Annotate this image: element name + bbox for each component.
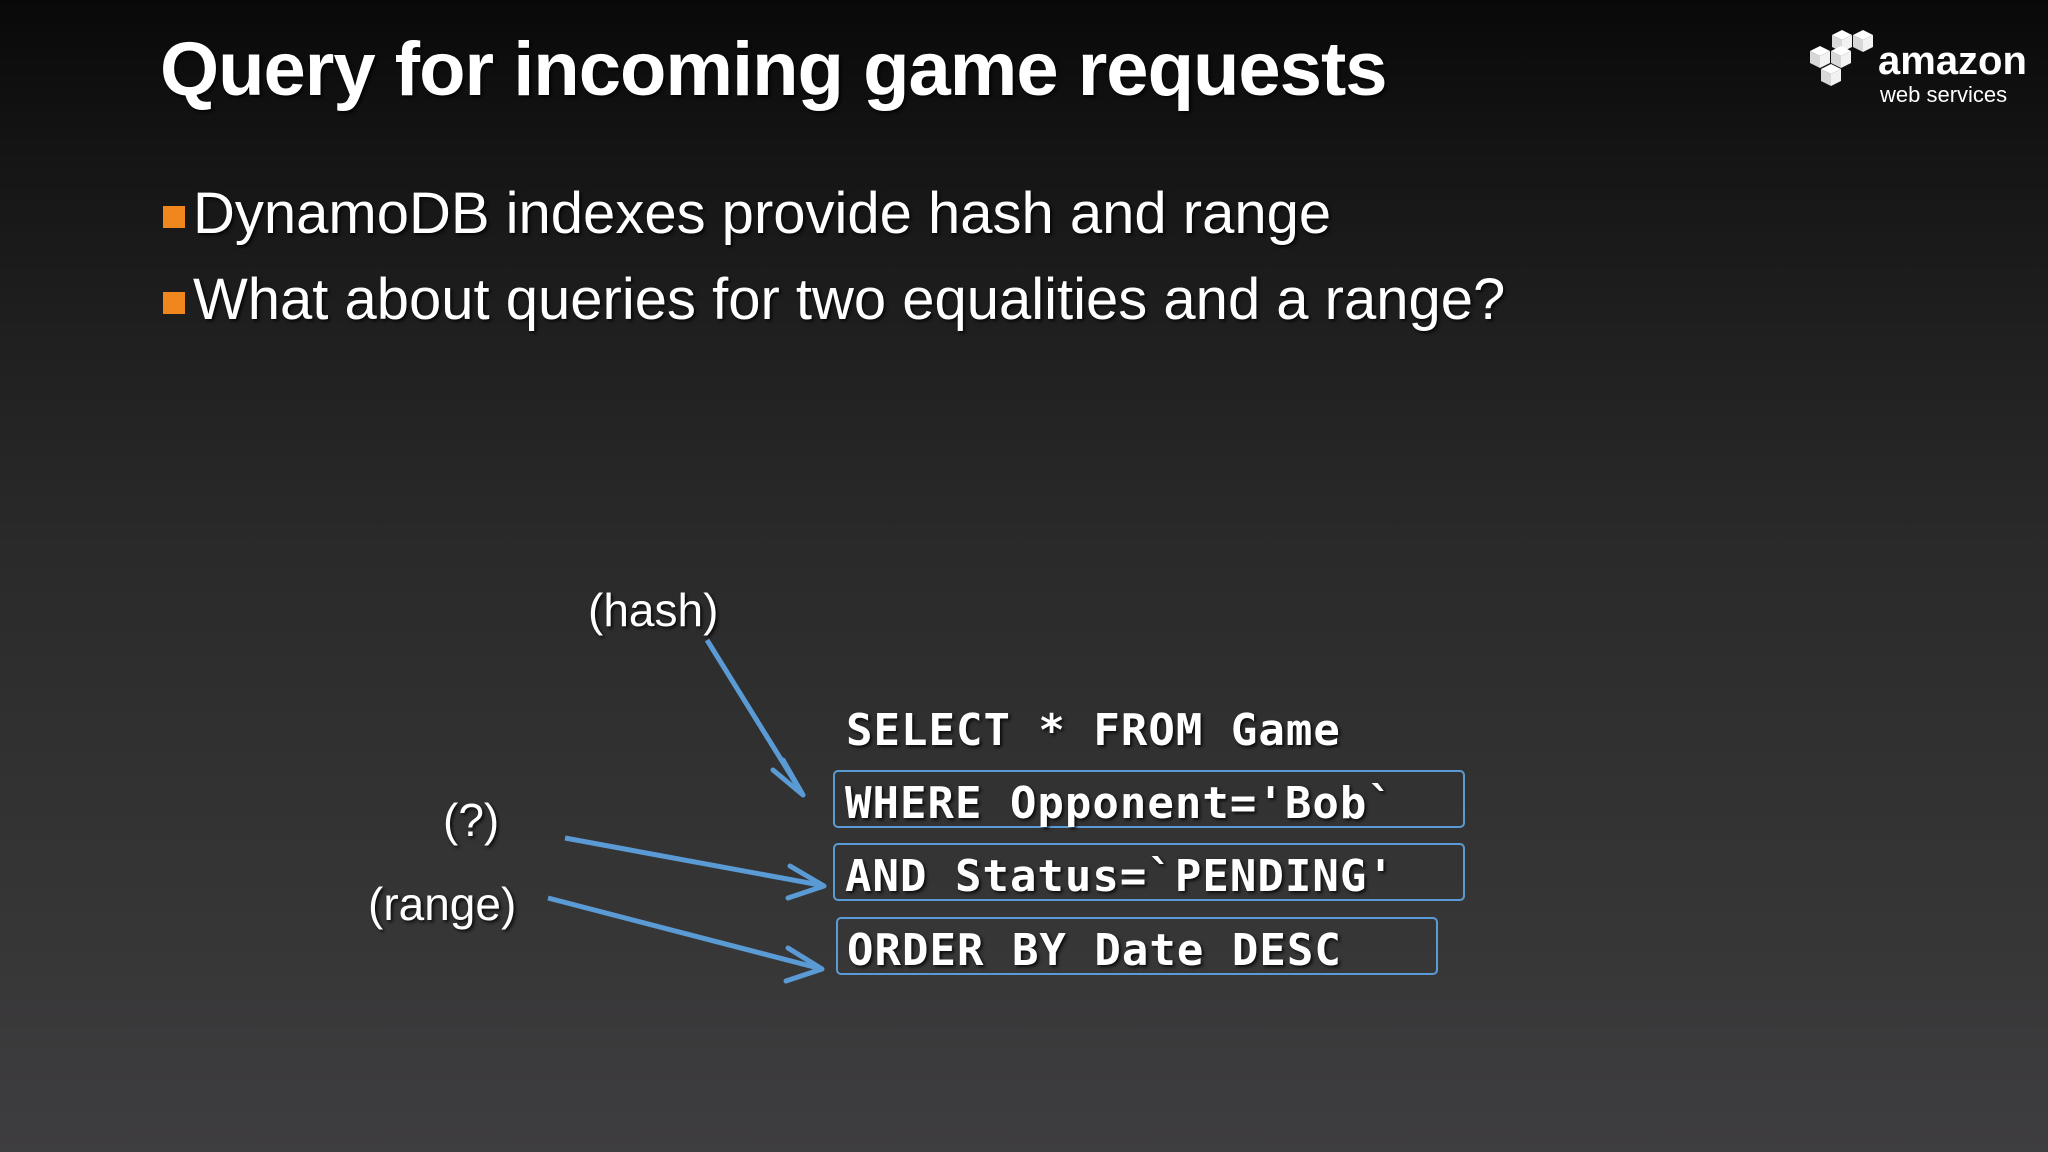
bullet-square-icon xyxy=(163,291,185,314)
aws-logo: amazon web services xyxy=(1808,26,2026,110)
code-box-orderby[interactable] xyxy=(836,917,1438,975)
aws-tagline-text: web services xyxy=(1879,82,2007,107)
bullet-label: What about queries for two equalities an… xyxy=(193,266,1506,332)
arrow-question-icon xyxy=(564,835,827,901)
code-box-where[interactable] xyxy=(833,770,1465,828)
annotation-label-question: (?) xyxy=(443,794,500,846)
list-item: DynamoDB indexes provide hash and range xyxy=(163,181,1963,247)
annotation-label-range: (range) xyxy=(368,878,517,930)
page-title: Query for incoming game requests xyxy=(160,27,1388,112)
arrow-hash-icon xyxy=(704,638,806,798)
code-line-where: WHERE Opponent='Bob` xyxy=(845,778,1395,829)
aws-cubes-logo-icon: amazon web services xyxy=(1810,30,2026,107)
code-box-and[interactable] xyxy=(833,843,1465,901)
aws-brand-text: amazon xyxy=(1878,39,2026,83)
code-line-select: SELECT * FROM Game xyxy=(846,705,1341,756)
bullet-square-icon xyxy=(163,206,185,228)
code-line-orderby: ORDER BY Date DESC xyxy=(847,925,1342,976)
list-item: What about queries for two equalities an… xyxy=(163,266,1963,333)
bullet-list: DynamoDB indexes provide hash and range … xyxy=(163,181,1963,354)
arrow-range-icon xyxy=(547,895,825,984)
code-line-and: AND Status=`PENDING' xyxy=(845,851,1395,902)
bullet-label: DynamoDB indexes provide hash and range xyxy=(193,181,1332,246)
annotation-label-hash: (hash) xyxy=(588,584,719,636)
